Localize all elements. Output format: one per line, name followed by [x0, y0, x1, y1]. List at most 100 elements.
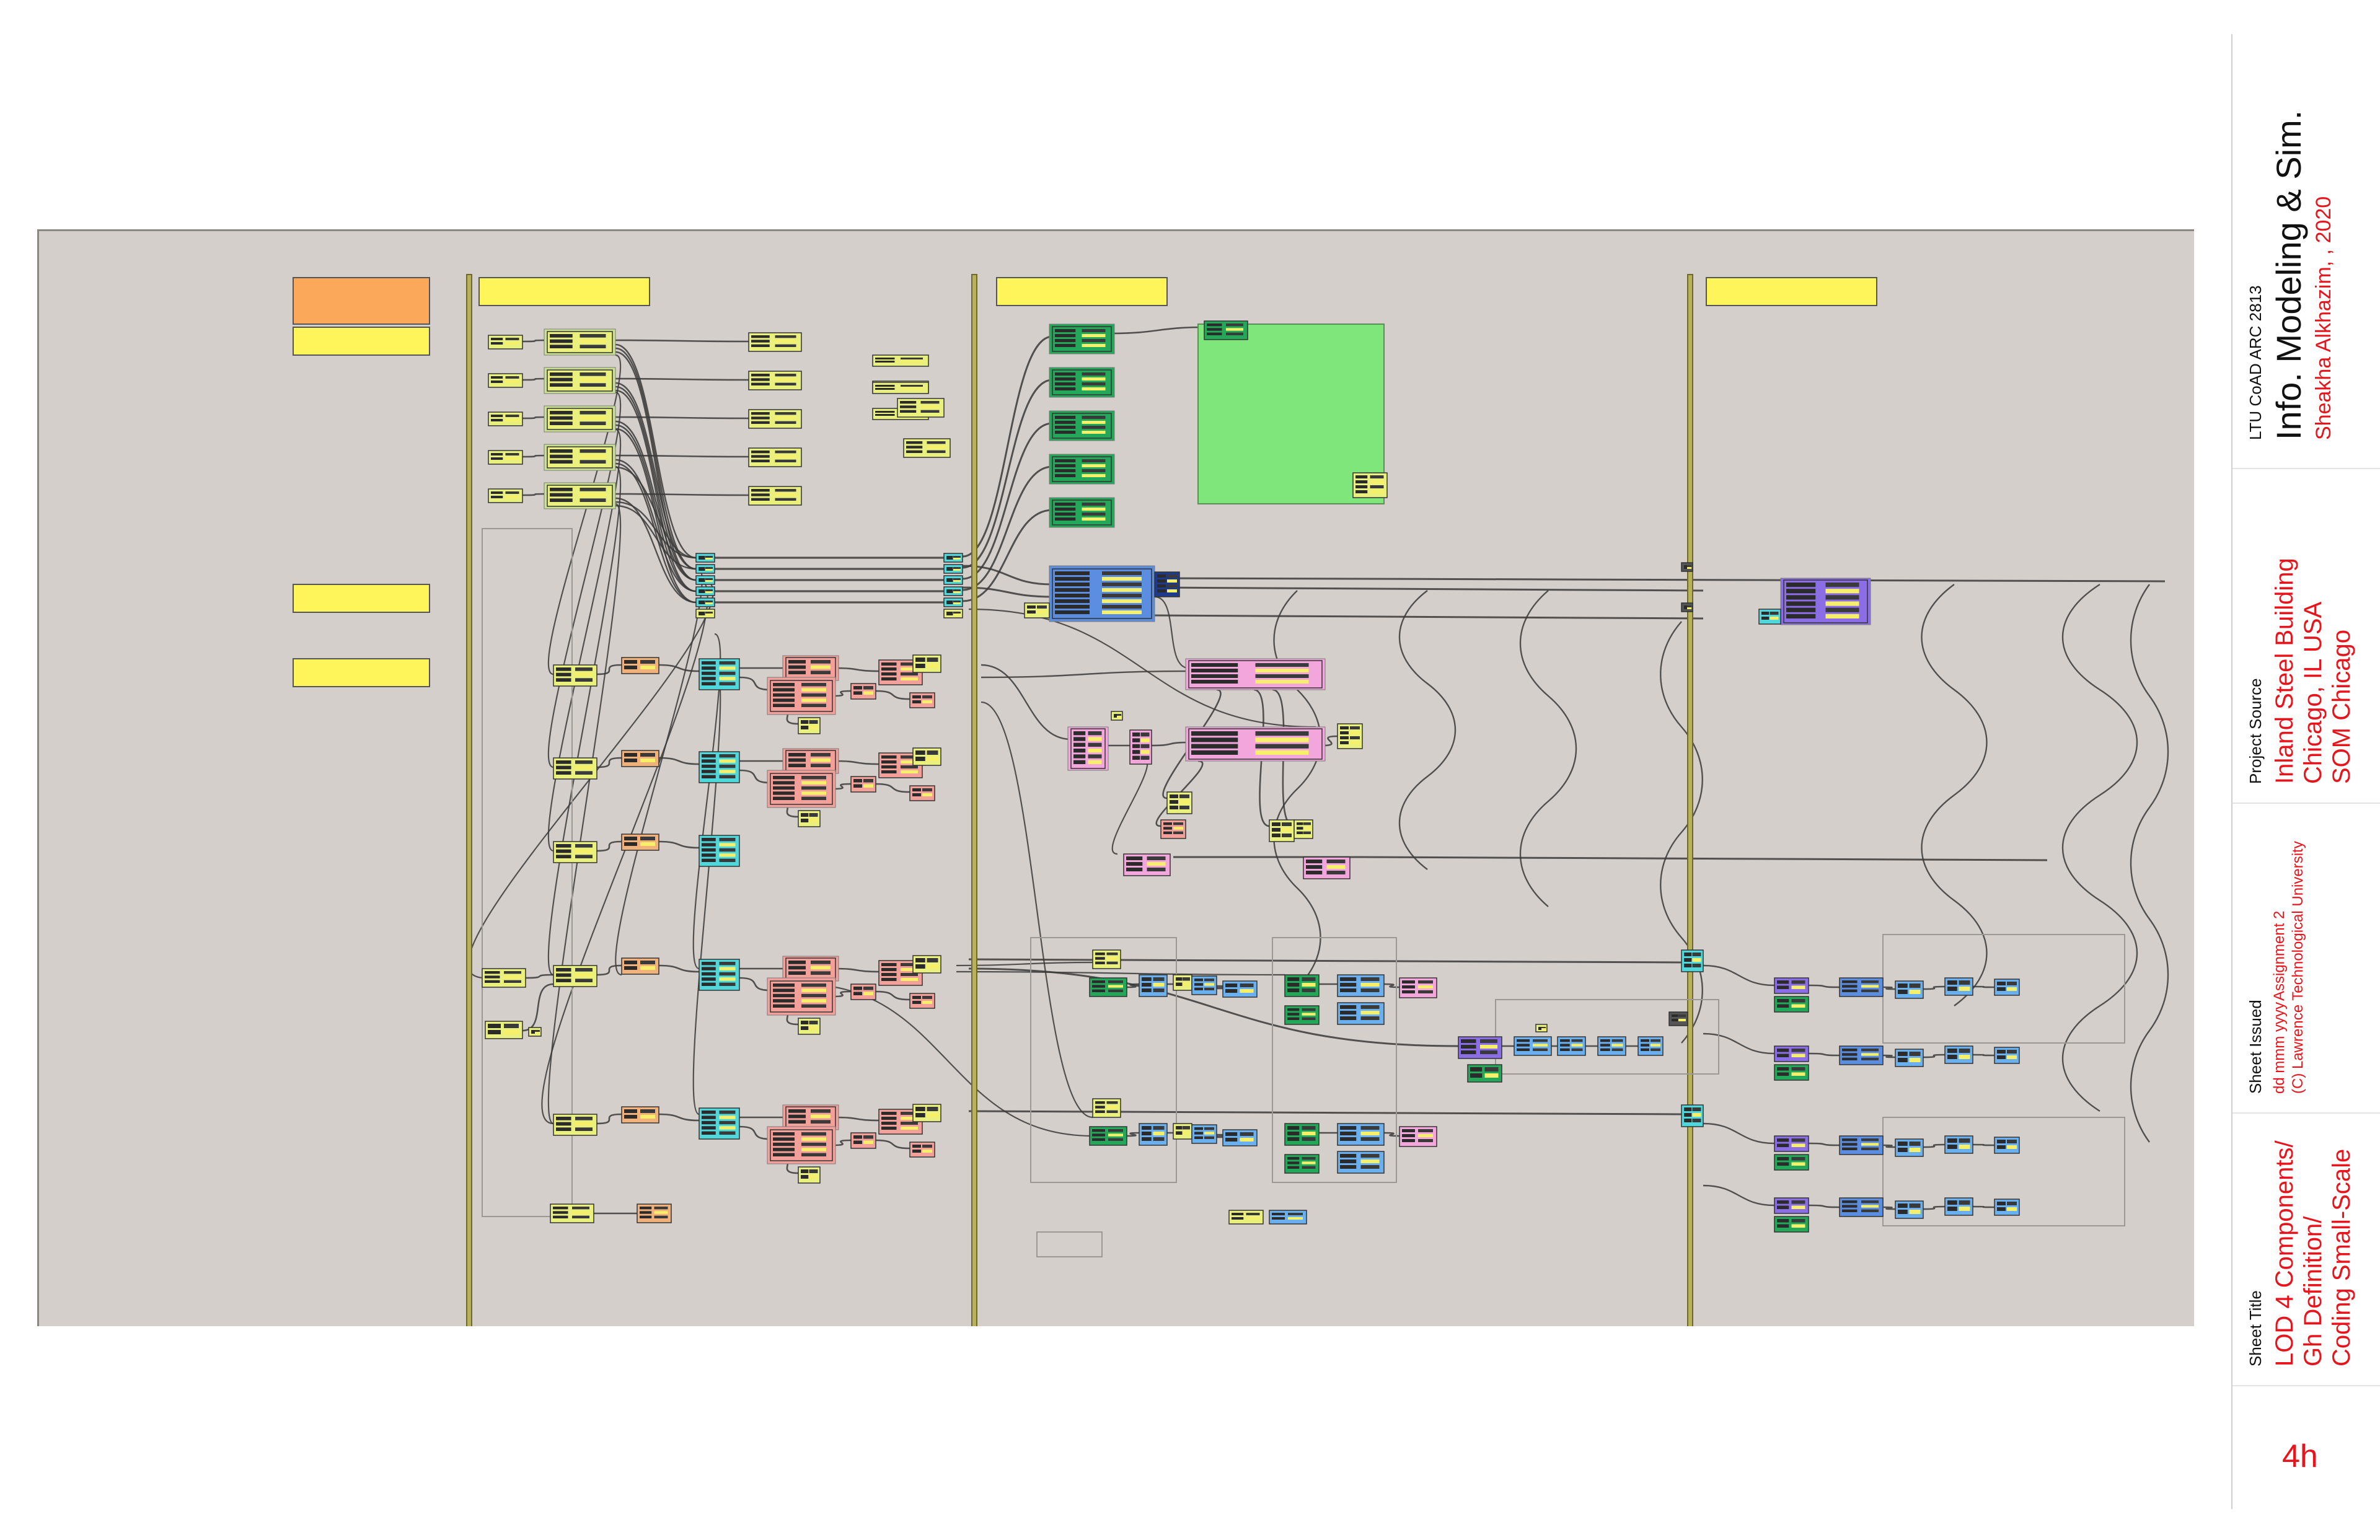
group-frame-6: [1882, 1117, 2125, 1226]
sheet-title-line-1: LOD 4 Components/: [2271, 1140, 2298, 1366]
wire-97: [1126, 1132, 1140, 1137]
wire-87: [1151, 741, 1189, 747]
wire-114: [1808, 1142, 1840, 1146]
wire-58: [658, 1113, 700, 1122]
wire-24: [615, 428, 697, 604]
wire-130: [1154, 614, 1704, 620]
wire-4: [612, 377, 749, 381]
wire-50: [658, 964, 700, 973]
wire-36: [832, 690, 852, 697]
note-yellow-1: [293, 327, 430, 356]
group-frame-2: [1030, 937, 1177, 1183]
wire-89: [1154, 596, 1189, 669]
wire-120: [1882, 1206, 1896, 1210]
grasshopper-canvas[interactable]: [37, 229, 2194, 1326]
note-yellow-4: [1706, 277, 1877, 306]
sheet-title-section: Sheet Title LOD 4 Components/ Gh Definit…: [2232, 1112, 2380, 1386]
wire-72: [547, 503, 622, 1125]
sheet-issued-label: Sheet Issued: [2246, 1000, 2265, 1094]
sheet-issued-date: dd mmm yyyy: [2271, 1001, 2288, 1094]
definition-graph: [293, 274, 2169, 1326]
wire-10: [612, 493, 749, 496]
wire-45: [875, 783, 910, 793]
wire-121: [1923, 1205, 1946, 1210]
wire-150: [692, 664, 721, 1115]
wire-44: [832, 783, 852, 790]
wire-78: [962, 422, 1053, 580]
wire-106: [1923, 985, 1946, 990]
sheet-number: 4h: [2282, 1438, 2318, 1474]
sheet-issued-assignment: Assignment 2: [2271, 910, 2288, 1001]
wire-69: [547, 391, 622, 768]
wire-28: [615, 497, 697, 604]
wire-119: [1808, 1204, 1840, 1208]
note-yellow-5: [293, 584, 430, 613]
wire-21: [615, 389, 697, 592]
wire-31: [596, 664, 622, 675]
wire-16: [615, 343, 697, 559]
wire-109: [1808, 1052, 1840, 1057]
group-frame-3: [1272, 937, 1397, 1183]
wire-123: [1703, 1184, 1775, 1207]
wire-65: [525, 974, 554, 979]
wire-144: [956, 970, 1285, 976]
wire-30: [615, 504, 697, 570]
wire-29: [615, 501, 697, 559]
wire-34: [739, 676, 771, 691]
course-code: LTU CoAD ARC 2813: [2246, 285, 2265, 440]
wire-115: [1882, 1144, 1896, 1148]
wire-5: [522, 416, 548, 420]
wire-1: [522, 339, 548, 343]
author-year: Sheakha Alkhazim, , 2020: [2312, 196, 2335, 440]
sheet-title-line-2: Gh Definition/: [2299, 1216, 2327, 1366]
sheet-title-line-3: Coding Small-Scale: [2328, 1148, 2355, 1366]
wire-103: [1383, 1132, 1400, 1137]
wire-52: [739, 977, 771, 992]
wire-8: [612, 454, 749, 458]
wire-133: [968, 967, 1459, 1047]
wire-55: [875, 990, 910, 1001]
wire-128: [1154, 577, 2166, 583]
wire-37: [875, 690, 910, 700]
wire-108: [1703, 964, 1775, 987]
wire-113: [1703, 1032, 1775, 1055]
note-yellow-2: [478, 277, 650, 306]
wire-143: [956, 961, 1093, 967]
wire-42: [739, 769, 771, 784]
project-source-line-1: Inland Steel Building: [2271, 558, 2298, 784]
wire-7: [522, 454, 548, 458]
wire-35: [835, 667, 879, 672]
note-orange: [293, 277, 430, 325]
wire-48: [658, 840, 700, 849]
wire-70: [547, 428, 622, 852]
group-frame-1: [482, 528, 573, 1217]
note-yellow-6: [293, 658, 430, 687]
wire-111: [1923, 1054, 1946, 1058]
wire-81: [1111, 326, 1205, 335]
title-section: LTU CoAD ARC 2813 Info. Modeling & Sim. …: [2232, 34, 2380, 469]
wire-146: [801, 983, 1093, 1137]
wire-134: [1362, 856, 2048, 861]
wire-32: [658, 664, 700, 672]
wire-39: [596, 757, 622, 768]
wire-26: [615, 462, 697, 604]
separator-bar-3: [1687, 274, 1693, 1326]
wire-101: [1383, 983, 1400, 988]
wire-104: [1808, 984, 1840, 988]
wire-3: [522, 377, 548, 381]
note-yellow-3: [996, 277, 1168, 306]
title-block: LTU CoAD ARC 2813 Info. Modeling & Sim. …: [2231, 34, 2380, 1509]
wire-61: [835, 1116, 879, 1122]
wire-53: [835, 967, 879, 973]
wire-6: [612, 416, 749, 420]
wire-2: [612, 339, 749, 343]
wire-20: [615, 385, 697, 581]
wire-27: [615, 466, 697, 559]
wire-57: [596, 1113, 622, 1125]
wire-142: [1660, 621, 1703, 1044]
project-source-section: Project Source Inland Steel Building Chi…: [2232, 468, 2380, 804]
sheet-title-label: Sheet Title: [2246, 1290, 2265, 1366]
wire-88: [1321, 735, 1338, 747]
separator-bar-1: [466, 274, 472, 1326]
wire-17: [615, 347, 697, 570]
